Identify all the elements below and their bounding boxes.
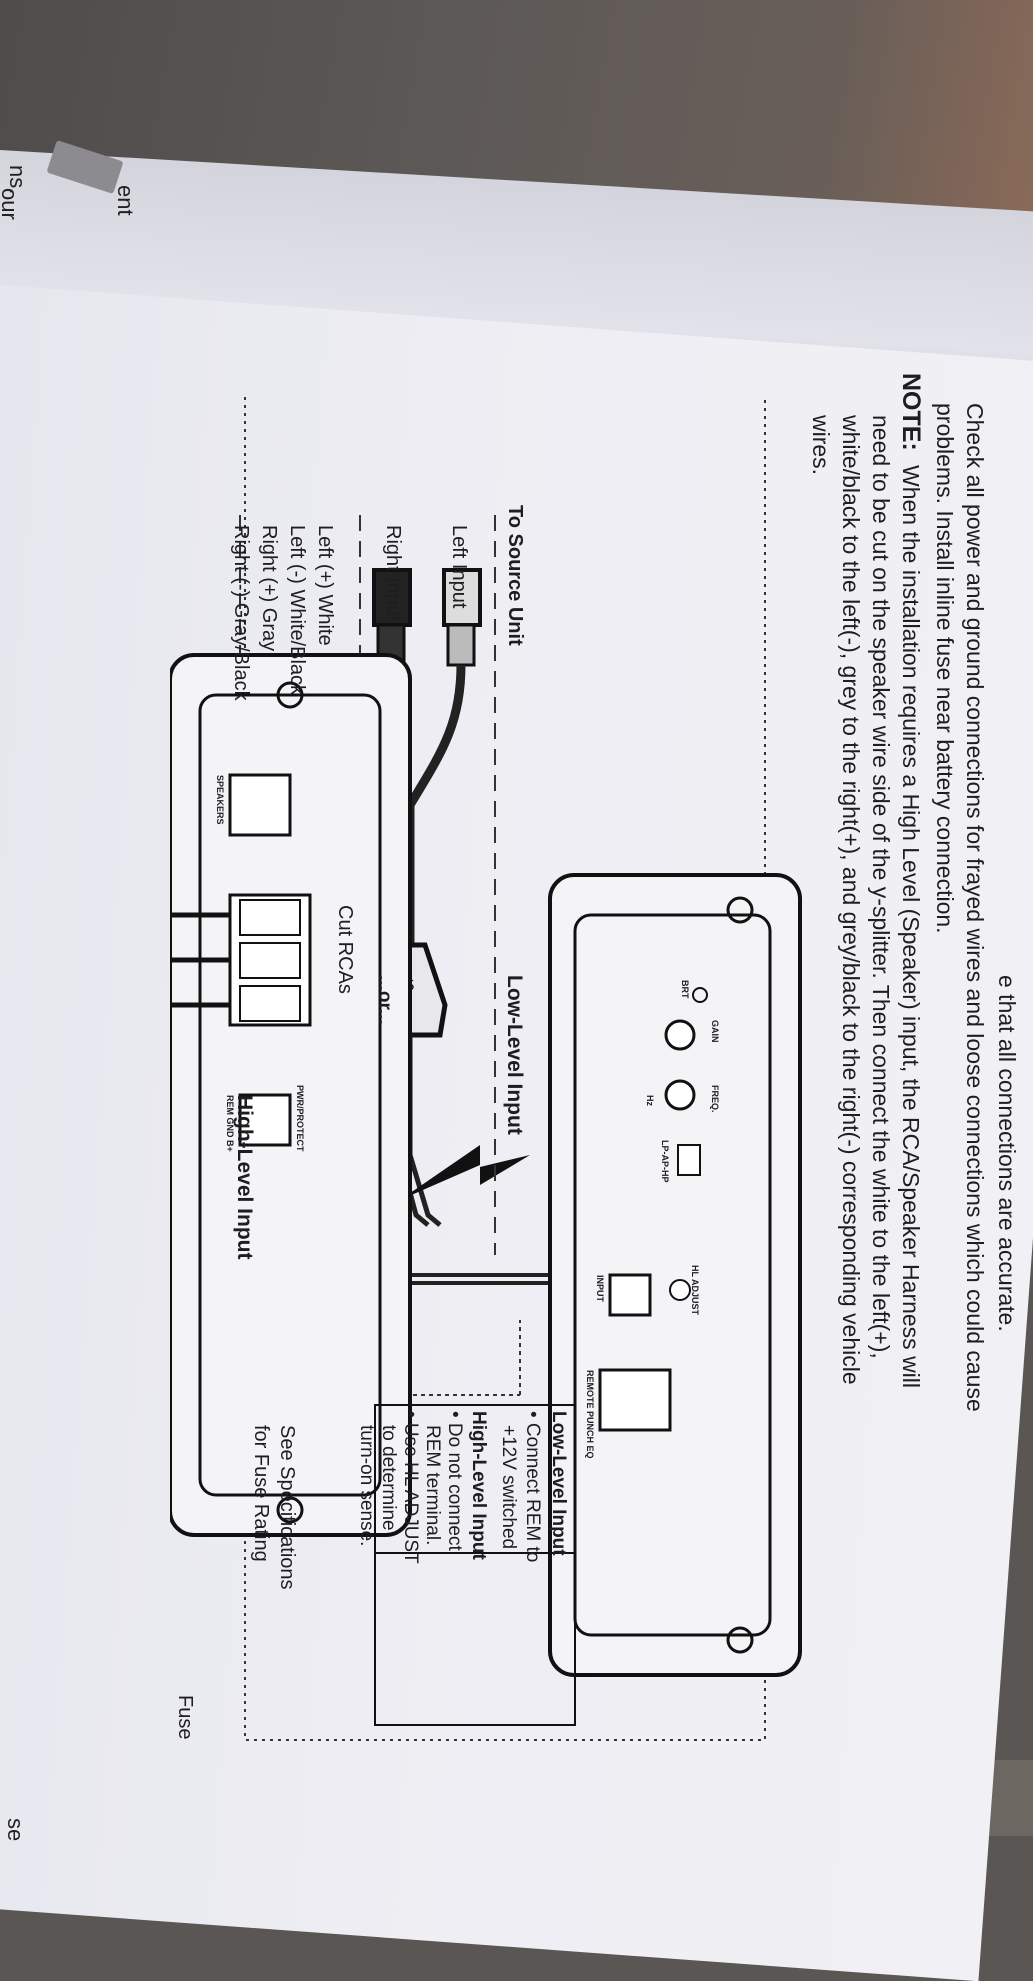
amplifier-control-panel (548, 873, 802, 1677)
wire-label: Left (+) White (314, 525, 336, 646)
fuse-label: Fuse (174, 1695, 196, 1740)
fuse-spec-line: See Specifications (276, 1425, 298, 1590)
margin-text: ns. (5, 165, 30, 195)
wire-label: Right (-) Gray/Black (230, 525, 252, 701)
gain-label: GAIN (710, 1020, 720, 1043)
callout-high-line: REM terminal. (422, 1425, 443, 1546)
fuse-spec-line: for Fuse Rating (250, 1425, 272, 1562)
remote-punch-eq-label: REMOTE PUNCH EQ (585, 1370, 595, 1459)
freq-label: FREQ. (710, 1085, 720, 1113)
brt-label: BRT (680, 980, 690, 999)
amplifier-power-panel (170, 653, 412, 1537)
left-input-label: Left Input (448, 525, 470, 609)
callout-low-title: Low-Level Input (548, 1411, 569, 1556)
wire-label: Right (+) Gray (258, 525, 280, 652)
hz-label: Hz (645, 1095, 655, 1106)
pwr-protect-label: PWR/PROTECT (295, 1085, 305, 1152)
hl-adjust-label: HL ADJUST (690, 1265, 700, 1316)
margin-text: se (3, 1818, 28, 1842)
rca-plugs (372, 568, 482, 667)
callout-high-line: turn-on sense. (356, 1425, 377, 1547)
or-label: ...or... (374, 975, 395, 1025)
speakers-label: SPEAKERS (215, 775, 225, 825)
lp-ap-hp-label: LP-AP-HP (660, 1140, 670, 1183)
callout-low-line: • Connect REM to (522, 1411, 543, 1563)
input-label: INPUT (595, 1275, 605, 1302)
callout-high-title: High-Level Input (468, 1411, 489, 1560)
callout-high-line: to determine (378, 1425, 399, 1531)
rotated-page-content: e that all connections are accurate. Che… (170, 373, 1020, 1865)
cut-rcas-label: Cut RCAs (334, 905, 356, 994)
callout-low-line: +12V switched (498, 1425, 519, 1550)
margin-text: ent (113, 185, 138, 216)
wiring-diagram: AS (170, 395, 802, 1741)
right-input-label: Right Input (382, 525, 404, 622)
to-source-unit-heading: To Source Unit (504, 505, 526, 646)
callout-high-line: • Use HL ADJUST (400, 1411, 421, 1564)
wire-label: Left (-) White/Black (286, 525, 308, 696)
low-level-input-label: Low-Level Input (503, 975, 526, 1135)
rem-gnd-b-label: REM GND B+ (225, 1095, 235, 1152)
callout-high-line: • Do not connect (444, 1411, 465, 1551)
